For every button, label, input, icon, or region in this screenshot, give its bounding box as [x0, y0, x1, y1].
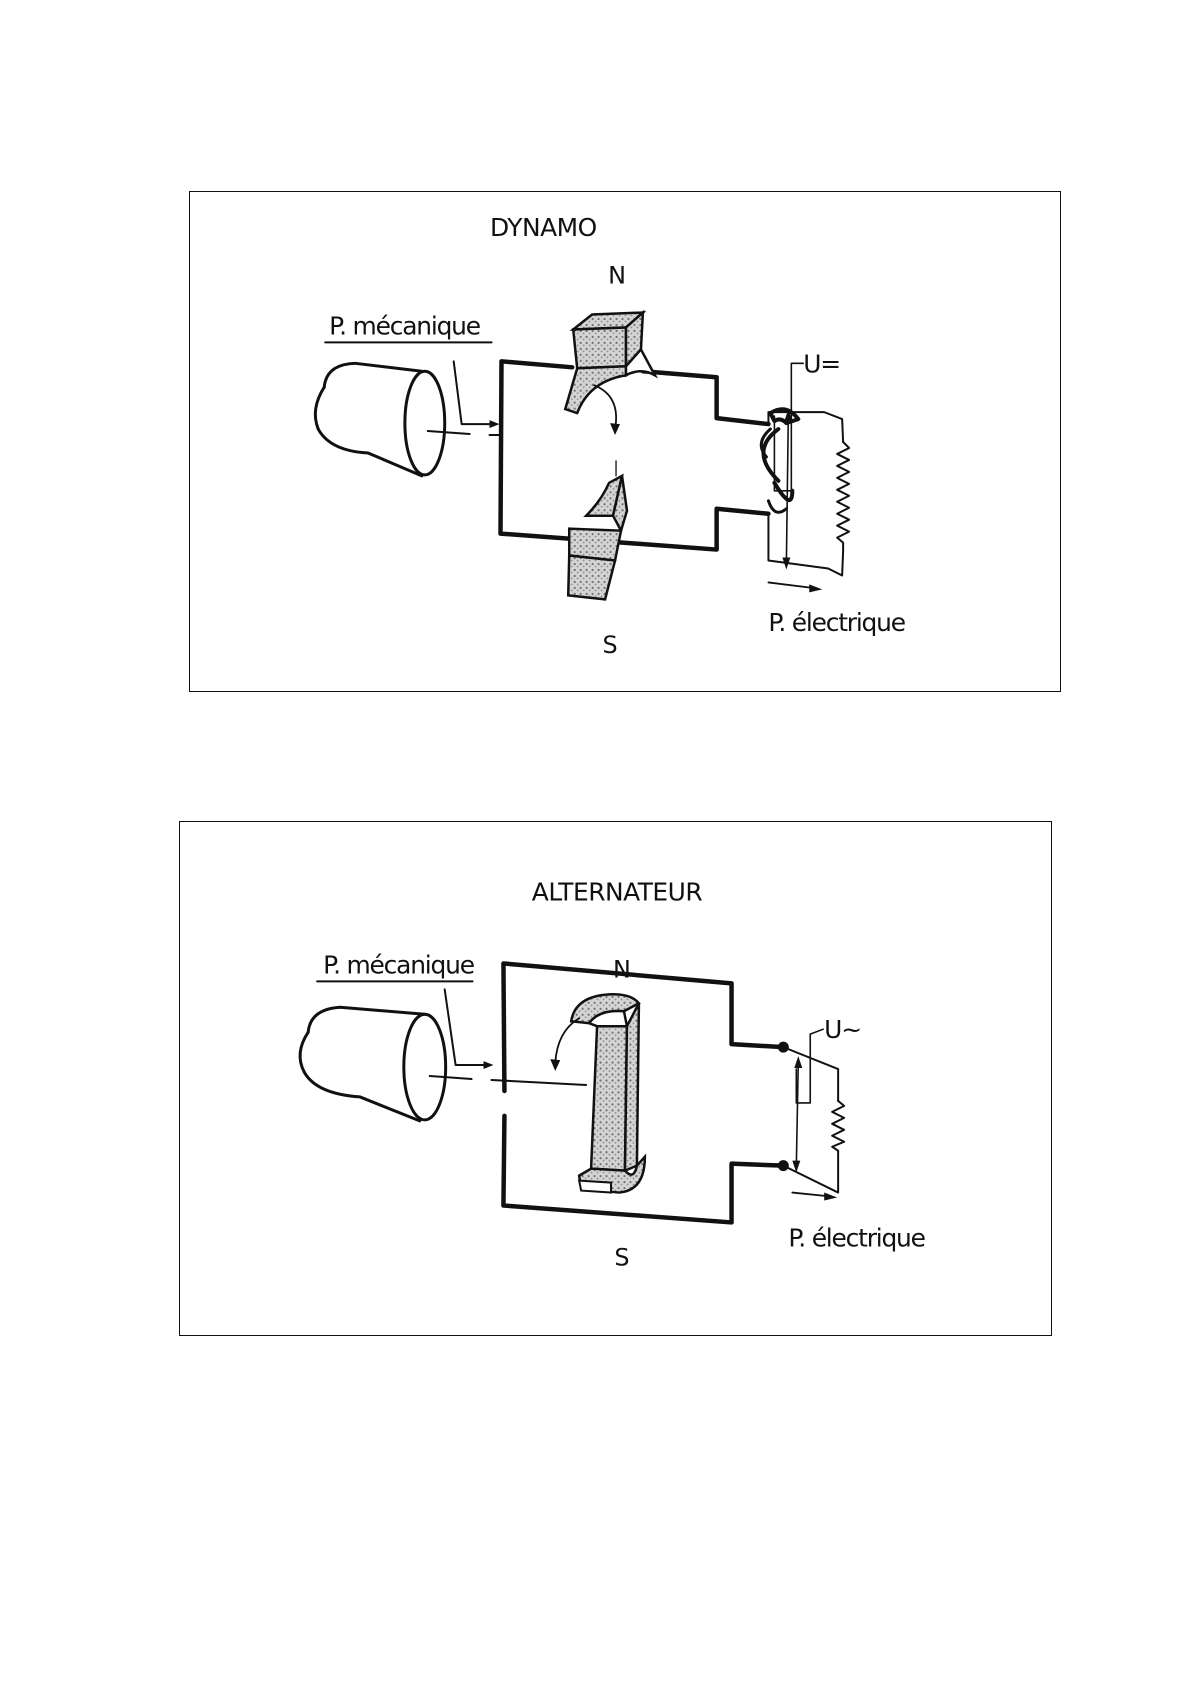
alternateur-rotor-magnet — [571, 994, 645, 1192]
dynamo-voltage-label: U= — [803, 349, 840, 378]
dynamo-power-out-label: P. électrique — [768, 608, 904, 637]
dynamo-south-magnet — [568, 476, 627, 600]
dynamo-magnetic-circuit — [500, 361, 768, 549]
alternateur-load-resistor — [832, 1101, 844, 1151]
alternateur-power-out-label: P. électrique — [788, 1223, 924, 1252]
dynamo-diagram: DYNAMO N S P. mécanique — [189, 191, 1061, 692]
alternateur-pole-south-label: S — [614, 1243, 629, 1271]
alternateur-title: ALTERNATEUR — [532, 878, 703, 907]
dynamo-drawing: DYNAMO N S P. mécanique — [190, 192, 1060, 691]
alternateur-input-arrow — [445, 989, 490, 1065]
dynamo-output-arrow — [768, 582, 816, 588]
dynamo-pole-south-label: S — [602, 631, 617, 659]
dynamo-load-resistor — [837, 442, 849, 551]
dynamo-turbine-cone — [315, 363, 444, 476]
alternateur-turbine-cone — [300, 1007, 446, 1121]
alternateur-rotation-arrow — [555, 1018, 579, 1063]
dynamo-power-in-label: P. mécanique — [329, 311, 480, 340]
alternateur-drawing: ALTERNATEUR N S P. mécanique — [180, 822, 1051, 1335]
alternateur-pole-north-label: N — [613, 955, 631, 983]
dynamo-rotation-arrow — [594, 385, 616, 429]
dynamo-pole-north-label: N — [608, 262, 626, 290]
dynamo-title: DYNAMO — [490, 213, 597, 242]
alternateur-diagram: ALTERNATEUR N S P. mécanique — [179, 821, 1052, 1336]
alternateur-magnetic-circuit — [503, 963, 783, 1222]
alternateur-shaft — [430, 1076, 472, 1079]
alternateur-power-in-label: P. mécanique — [323, 950, 474, 979]
dynamo-input-arrow — [454, 361, 496, 424]
alternateur-voltage-label: U~ — [824, 1015, 861, 1044]
dynamo-voltage-arrow — [786, 413, 788, 565]
dynamo-shaft — [428, 431, 470, 434]
alternateur-terminal-bottom — [778, 1160, 789, 1171]
alternateur-terminal-top — [778, 1042, 789, 1053]
